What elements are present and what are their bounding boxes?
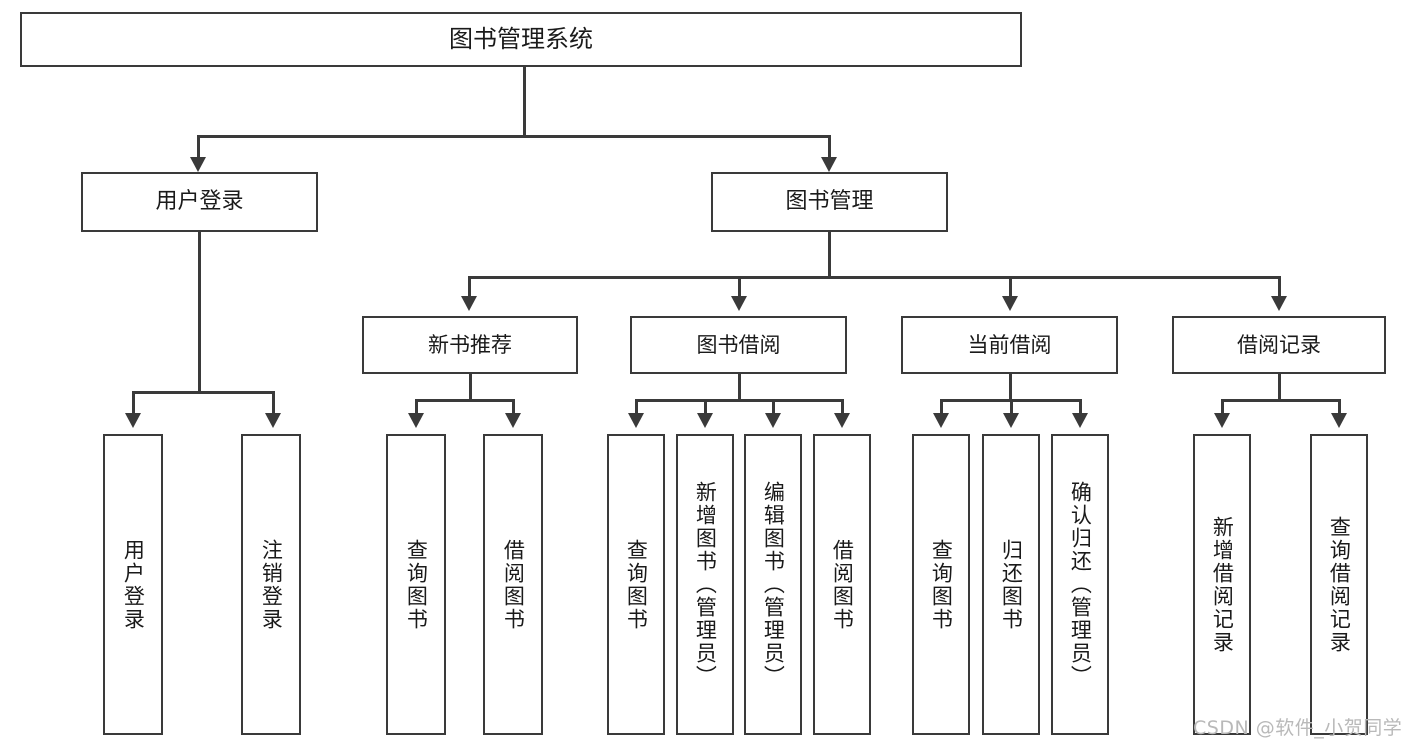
arrow-borrow-to-add (697, 413, 713, 428)
node-label: 当前借阅 (967, 332, 1052, 357)
connector-newbooks-stem (469, 374, 472, 401)
arrow-root-to-login (190, 157, 206, 172)
node-label: 借阅记录 (1237, 332, 1321, 357)
connector-current-to-query (940, 399, 943, 415)
leaf-query-books-borrow[interactable]: 查询图书 (607, 434, 665, 735)
arrow-bookmgmt-to-newbooks (461, 296, 477, 311)
node-label: 图书借阅 (696, 332, 781, 357)
arrow-root-to-bookmgmt (821, 157, 837, 172)
node-book-management[interactable]: 图书管理 (711, 172, 948, 232)
leaf-edit-book-admin[interactable]: 编辑图书（管理员） (744, 434, 802, 735)
watermark: CSDN @软件_小贺同学 (1193, 717, 1403, 739)
connector-records-to-add (1221, 399, 1224, 415)
arrow-login-to-userlogin (125, 413, 141, 428)
connector-newbooks-bus (415, 399, 514, 402)
connector-bookmgmt-to-records (1278, 276, 1281, 298)
connector-current-to-confirm (1079, 399, 1082, 415)
node-label: 确认归还（管理员） (1068, 481, 1093, 688)
node-current-borrow[interactable]: 当前借阅 (901, 316, 1118, 374)
leaf-query-books-recommend[interactable]: 查询图书 (386, 434, 446, 735)
connector-newbooks-to-query (415, 399, 418, 415)
node-label: 新书推荐 (428, 332, 512, 357)
connector-records-bus (1221, 399, 1339, 402)
arrow-newbooks-to-query (408, 413, 424, 428)
connector-borrow-to-add (704, 399, 707, 415)
connector-root-to-login (197, 135, 200, 160)
connector-current-stem (1009, 374, 1012, 401)
arrow-login-to-logout (265, 413, 281, 428)
node-label: 新增借阅记录 (1210, 515, 1235, 654)
arrow-bookmgmt-to-records (1271, 296, 1287, 311)
arrow-borrow-to-edit (765, 413, 781, 428)
leaf-query-books-current[interactable]: 查询图书 (912, 434, 970, 735)
leaf-borrow-book[interactable]: 借阅图书 (813, 434, 871, 735)
node-book-borrow[interactable]: 图书借阅 (630, 316, 847, 374)
node-label: 图书管理系统 (449, 25, 593, 54)
node-new-book-recommend[interactable]: 新书推荐 (362, 316, 578, 374)
leaf-return-book[interactable]: 归还图书 (982, 434, 1040, 735)
connector-root-to-bookmgmt (828, 135, 831, 160)
node-label: 查询借阅记录 (1327, 515, 1352, 654)
connector-bookmgmt-stem (828, 232, 831, 278)
leaf-add-book-admin[interactable]: 新增图书（管理员） (676, 434, 734, 735)
connector-current-to-return (1010, 399, 1013, 415)
arrow-current-to-return (1003, 413, 1019, 428)
leaf-query-borrow-record[interactable]: 查询借阅记录 (1310, 434, 1368, 735)
node-label: 图书管理 (785, 189, 874, 215)
connector-borrow-to-query (635, 399, 638, 415)
arrow-borrow-to-lend (834, 413, 850, 428)
arrow-borrow-to-query (628, 413, 644, 428)
node-label: 归还图书 (999, 538, 1024, 631)
arrow-current-to-confirm (1072, 413, 1088, 428)
node-label: 用户登录 (155, 189, 244, 215)
arrow-bookmgmt-to-current (1002, 296, 1018, 311)
connector-records-stem (1278, 374, 1281, 401)
arrow-records-to-add (1214, 413, 1230, 428)
node-label: 新增图书（管理员） (693, 481, 718, 688)
arrow-bookmgmt-to-borrow (731, 296, 747, 311)
connector-bookmgmt-to-newbooks (468, 276, 471, 298)
connector-bookmgmt-to-borrow (738, 276, 741, 298)
node-borrow-records[interactable]: 借阅记录 (1172, 316, 1386, 374)
connector-login-bus (132, 391, 275, 394)
connector-login-to-logout (272, 391, 275, 416)
leaf-confirm-return-admin[interactable]: 确认归还（管理员） (1051, 434, 1109, 735)
connector-root-bus (197, 135, 829, 138)
arrow-records-to-query (1331, 413, 1347, 428)
node-root-system[interactable]: 图书管理系统 (20, 12, 1022, 67)
connector-borrow-to-lend (841, 399, 844, 415)
connector-newbooks-to-borrow (512, 399, 515, 415)
connector-borrow-bus (635, 399, 843, 402)
connector-borrow-to-edit (772, 399, 775, 415)
leaf-borrow-books-recommend[interactable]: 借阅图书 (483, 434, 543, 735)
connector-bookmgmt-to-current (1009, 276, 1012, 298)
node-label: 查询图书 (404, 538, 429, 631)
leaf-add-borrow-record[interactable]: 新增借阅记录 (1193, 434, 1251, 735)
arrow-current-to-query (933, 413, 949, 428)
node-label: 查询图书 (624, 538, 649, 631)
connector-bookmgmt-bus (468, 276, 1279, 279)
connector-login-stem (198, 232, 201, 393)
node-label: 编辑图书（管理员） (761, 481, 786, 688)
node-label: 用户登录 (121, 538, 146, 631)
node-label: 查询图书 (929, 538, 954, 631)
connector-login-to-userlogin (132, 391, 135, 416)
node-label: 借阅图书 (501, 538, 526, 631)
node-user-login[interactable]: 用户登录 (81, 172, 318, 232)
connector-root-stem (523, 67, 526, 135)
arrow-newbooks-to-borrow (505, 413, 521, 428)
node-label: 注销登录 (259, 538, 284, 631)
leaf-logout[interactable]: 注销登录 (241, 434, 301, 735)
node-label: 借阅图书 (830, 538, 855, 631)
connector-borrow-stem (738, 374, 741, 401)
connector-records-to-query (1338, 399, 1341, 415)
leaf-user-login[interactable]: 用户登录 (103, 434, 163, 735)
